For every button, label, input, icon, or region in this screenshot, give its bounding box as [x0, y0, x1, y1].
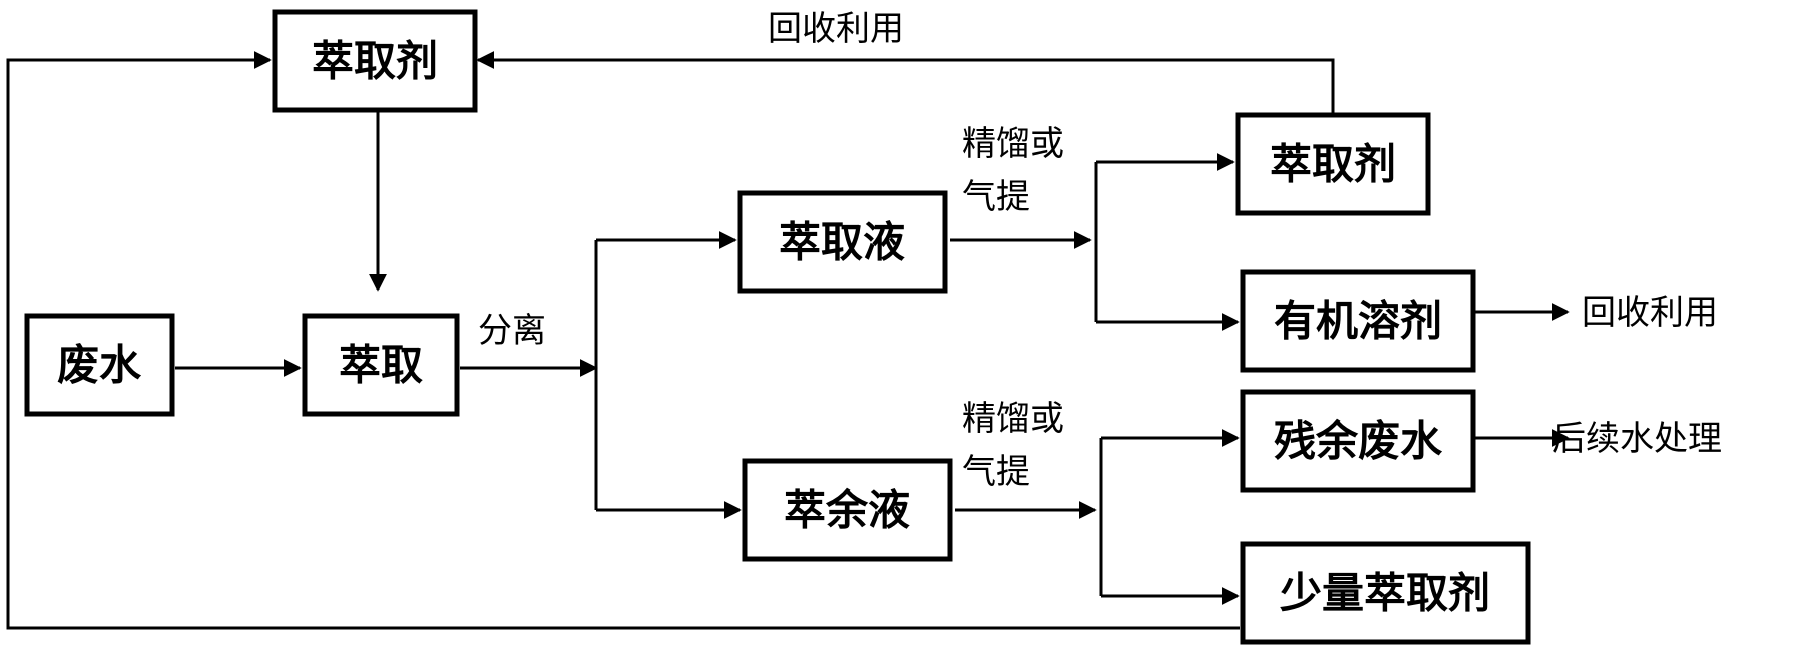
box-wastewater: 废水 [24, 313, 175, 417]
box-extraction: 萃取 [302, 313, 460, 417]
connectors [6, 51, 1570, 630]
box-organic-solvent-label: 有机溶剂 [1274, 297, 1442, 346]
label-recycle-right: 回收利用 [1582, 293, 1718, 333]
box-organic-solvent: 有机溶剂 [1240, 269, 1476, 373]
box-extractant-top: 萃取剂 [272, 9, 478, 113]
box-extract-liquid: 萃取液 [737, 190, 948, 294]
label-separation: 分离 [478, 311, 546, 351]
labels: 回收利用 分离 精馏或 气提 精馏或 气提 回收利用 后续水处理 [478, 9, 1722, 492]
recycle-left-loop-line [6, 51, 1240, 630]
box-small-extractant: 少量萃取剂 [1240, 541, 1531, 645]
box-extract-liquid-label: 萃取液 [779, 218, 905, 267]
box-extraction-label: 萃取 [339, 341, 423, 390]
box-residual-wastewater-label: 残余废水 [1274, 417, 1443, 466]
label-distill-lower-line2: 气提 [962, 452, 1030, 492]
label-distill-lower-line1: 精馏或 [962, 399, 1064, 439]
box-wastewater-label: 废水 [57, 341, 142, 390]
label-distill-upper-line2: 气提 [962, 177, 1030, 217]
box-residual-wastewater: 残余废水 [1240, 389, 1476, 493]
label-further-treatment: 后续水处理 [1552, 419, 1722, 459]
box-raffinate: 萃余液 [742, 458, 953, 562]
box-small-extractant-label: 少量萃取剂 [1280, 569, 1490, 618]
box-extractant-recovered: 萃取剂 [1235, 112, 1431, 216]
label-distill-upper-line1: 精馏或 [962, 124, 1064, 164]
label-recycle-top: 回收利用 [768, 9, 904, 49]
recycle-top-line [476, 51, 1335, 115]
box-extractant-recovered-label: 萃取剂 [1270, 140, 1396, 189]
box-extractant-top-label: 萃取剂 [312, 37, 438, 86]
box-raffinate-label: 萃余液 [784, 486, 910, 535]
